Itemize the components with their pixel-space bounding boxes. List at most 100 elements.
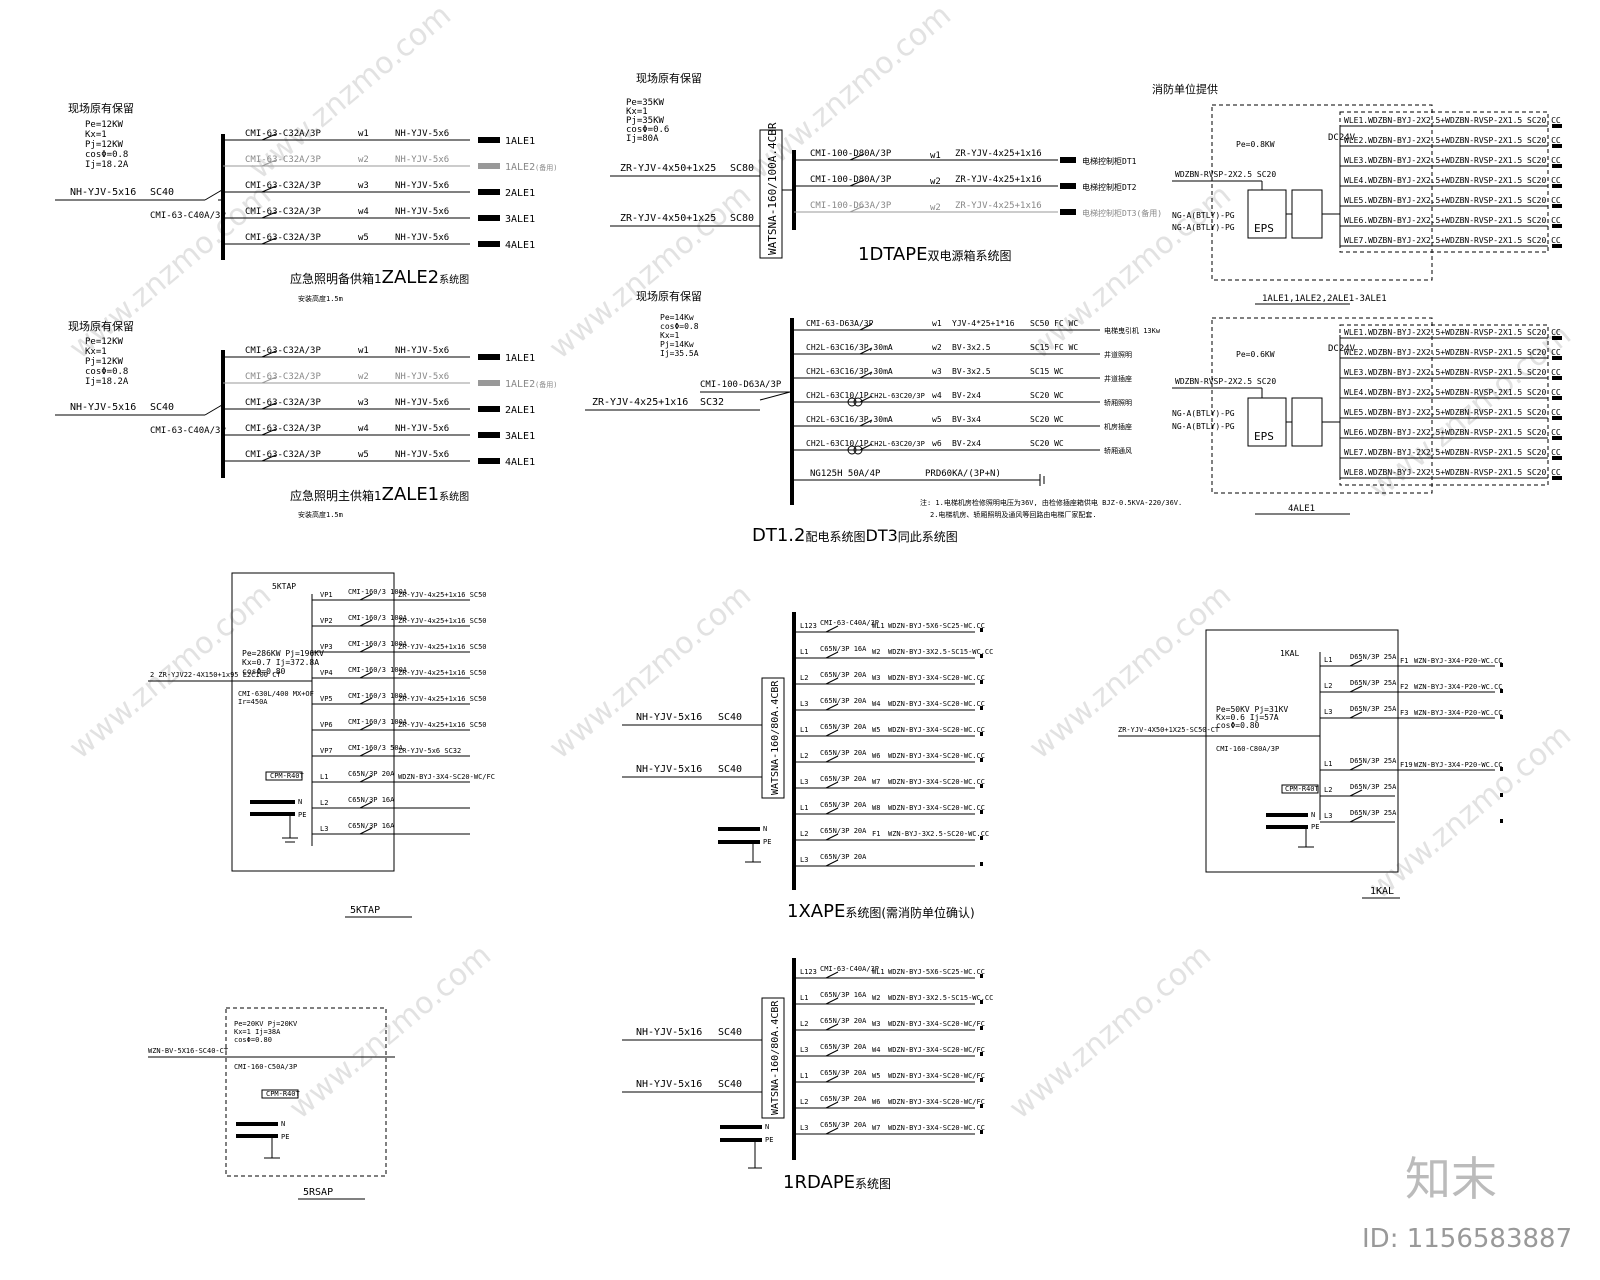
load-terminal-icon [478,458,500,464]
breaker-icon [359,645,373,653]
breaker-icon [1349,685,1363,693]
circuit-id: W7 [872,1124,880,1132]
dtape-note: 现场原有保留 [636,71,702,85]
eps-output-label: WLE5.WDZBN-BYJ-2X2.5+WDZBN-RVSP-2X1.5 SC… [1344,408,1561,417]
eps-box2-module [1291,397,1323,447]
circuit-breaker: CMI-63-C32A/3P [245,398,321,408]
eps-output-label: WLE6.WDZBN-BYJ-2X2.5+WDZBN-RVSP-2X1.5 SC… [1344,216,1561,225]
zale2-main-switch [204,189,223,201]
ktap-param: cosΦ=0.80 [242,667,286,676]
breaker-icon [859,347,873,355]
circuit-load: 1ALE1 [505,353,535,364]
eps-box1-in3: NG-A(BTLY)-PG [1172,223,1235,232]
load-terminal-icon [478,215,500,221]
eps-box1-label: EPS [1254,222,1274,235]
dtape-feed1-label: ZR-YJV-4x50+1x25 [620,163,716,174]
zale2-params: Pe=12KW Kx=1 Pj=12KW cosΦ=0.8 Ij=18.2A [85,120,129,170]
circuit-breaker: C65N/3P 20A [820,749,867,757]
rsap-param: Kx=1 Ij=38A [234,1028,281,1036]
zale1-params: Pe=12KW Kx=1 Pj=12KW cosΦ=0.8 Ij=18.2A [85,337,129,387]
eps-terminal-icon [1552,124,1562,128]
transformer-icon [847,397,857,407]
circuit-id: w4 [932,391,942,400]
ktap-feeder-label: 2 ZR-YJV22-4X150+1x95 E2C100 CT [150,671,281,679]
circuit-breaker: C65N/3P 20A [820,853,867,861]
eps-diagrams: 消防单位提供 EPS Pe=0.8KW DC24V WDZBN-RVSP-2X2… [1152,82,1562,515]
eps-note: 消防单位提供 [1152,82,1218,96]
circuit-load: 井道照明 [1104,350,1132,359]
circuit-load: 3ALE1 [505,214,535,225]
zale2-title: 应急照明备供箱1ZALE2系统图 [290,267,469,288]
circuit-id: w5 [358,233,369,243]
circuit-load: 4ALE1 [505,240,535,251]
eps-output-label: WLE7.WDZBN-BYJ-2X2.5+WDZBN-RVSP-2X1.5 SC… [1344,236,1561,245]
eps-box2-in3: NG-A(BTLY)-PG [1172,422,1235,431]
circuit-cable: ZR-YJV-4x25+1x16 [955,175,1042,185]
circuit-cable: WDZN-BYJ-5X6-SC25-WC.CC [888,968,985,976]
circuit-breaker: C65N/3P 20A [820,697,867,705]
circuit-breaker: CMI-63-C32A/3P [245,346,321,356]
circuit-cable: NH-YJV-5x6 [395,346,449,356]
circuit-id: F3 [1400,709,1408,717]
rsap-spd-box [261,1089,299,1099]
circuit-cable: NH-YJV-5x6 [395,372,449,382]
eps-output-label: WLE2.WDZBN-BYJ-2X2.5+WDZBN-RVSP-2X1.5 SC… [1344,348,1561,357]
breaker-icon [359,593,373,601]
load-terminal-icon [1060,183,1076,189]
kal-param: cosΦ=0.80 [1216,721,1260,730]
circuit-breaker: CH2L-63C10/1P [806,391,869,400]
kal-caption: 1KAL [1370,886,1394,897]
breaker-icon [261,350,277,358]
zale1-param: Kx=1 [85,347,107,357]
circuit-phase: L2 [1324,682,1332,690]
circuit-breaker: C65N/3P 20A [820,723,867,731]
circuit-id: VP3 [320,643,333,651]
eps-terminal-icon [1552,416,1562,420]
circuit-spare-tag: (备用) [535,163,557,172]
eps-box1-in1: WDZBN-RVSP-2X2.5 SC20 [1175,170,1276,179]
breaker-icon [359,697,373,705]
circuit-cable: WZN-BYJ-3X4-P20-WC.CC [1414,683,1503,691]
circuit-phase: L3 [800,1046,808,1054]
ktap-caption: 5KTAP [350,905,380,916]
circuit-id: w1 [932,319,942,328]
circuit-phase: L3 [800,778,808,786]
circuit-cable: BV-2x4 [952,439,981,448]
circuit-spare-tag: (备用) [535,380,557,389]
circuit-id: W2 [872,648,880,656]
circuit-cable: WDZN-BYJ-3X4-SC20-WC.CC [888,1124,985,1132]
watermark-text: www.znzmo.com [543,578,758,767]
dt12-spd: PRD60KA/(3P+N) [925,469,1001,479]
circuit-id: W5 [872,1072,880,1080]
circuit-breaker: CMI-63-D63A/3P [806,319,874,328]
circuit-id: VP6 [320,721,333,729]
load-terminal-icon [1500,663,1503,667]
zale1-diagram: 现场原有保留 Pe=12KW Kx=1 Pj=12KW cosΦ=0.8 Ij=… [55,319,557,519]
circuit-load: 电梯控制柜DT1 [1082,156,1137,166]
circuit-phase: L3 [800,1124,808,1132]
kal-box-label: 1KAL [1280,649,1299,658]
eps-output-label: WLE4.WDZBN-BYJ-2X2.5+WDZBN-RVSP-2X1.5 SC… [1344,388,1561,397]
eps-box2-in1: WDZBN-RVSP-2X2.5 SC20 [1175,377,1276,386]
brand-logo: 知末 [1405,1152,1497,1206]
circuit-id: WL1 [872,622,885,630]
circuit-breaker: C65N/3P 20A [348,770,395,778]
circuit-phase: L3 [800,856,808,864]
circuit-id: W8 [872,804,880,812]
circuit-breaker: C65N/3P 20A [820,1069,867,1077]
circuit-breaker: CMI-160/3 100A [348,666,408,674]
circuit-cable: ZR-YJV-4x25+1x16 SC50 [398,591,487,599]
eps-output-label: WLE7.WDZBN-BYJ-2X2.5+WDZBN-RVSP-2X1.5 SC… [1344,448,1561,457]
circuit-breaker: CMI-63-C40A/3P [820,965,879,973]
breaker-icon [261,159,277,167]
eps-terminal-icon [1552,164,1562,168]
breaker-icon [859,323,873,331]
load-terminal-icon [478,432,500,438]
circuit-id: W2 [872,994,880,1002]
eps-output-label: WLE4.WDZBN-BYJ-2X2.5+WDZBN-RVSP-2X1.5 SC… [1344,176,1561,185]
rsap-n-label: N [281,1120,285,1128]
xape-feed1-conduit: SC40 [718,712,742,723]
kal-main-breaker: CMI-160-C80A/3P [1216,745,1279,753]
zale2-main-breaker-label: CMI-63-C40A/3P [150,211,226,221]
circuit-cable: WDZN-BYJ-3X4-SC20-WC.CC [888,700,985,708]
